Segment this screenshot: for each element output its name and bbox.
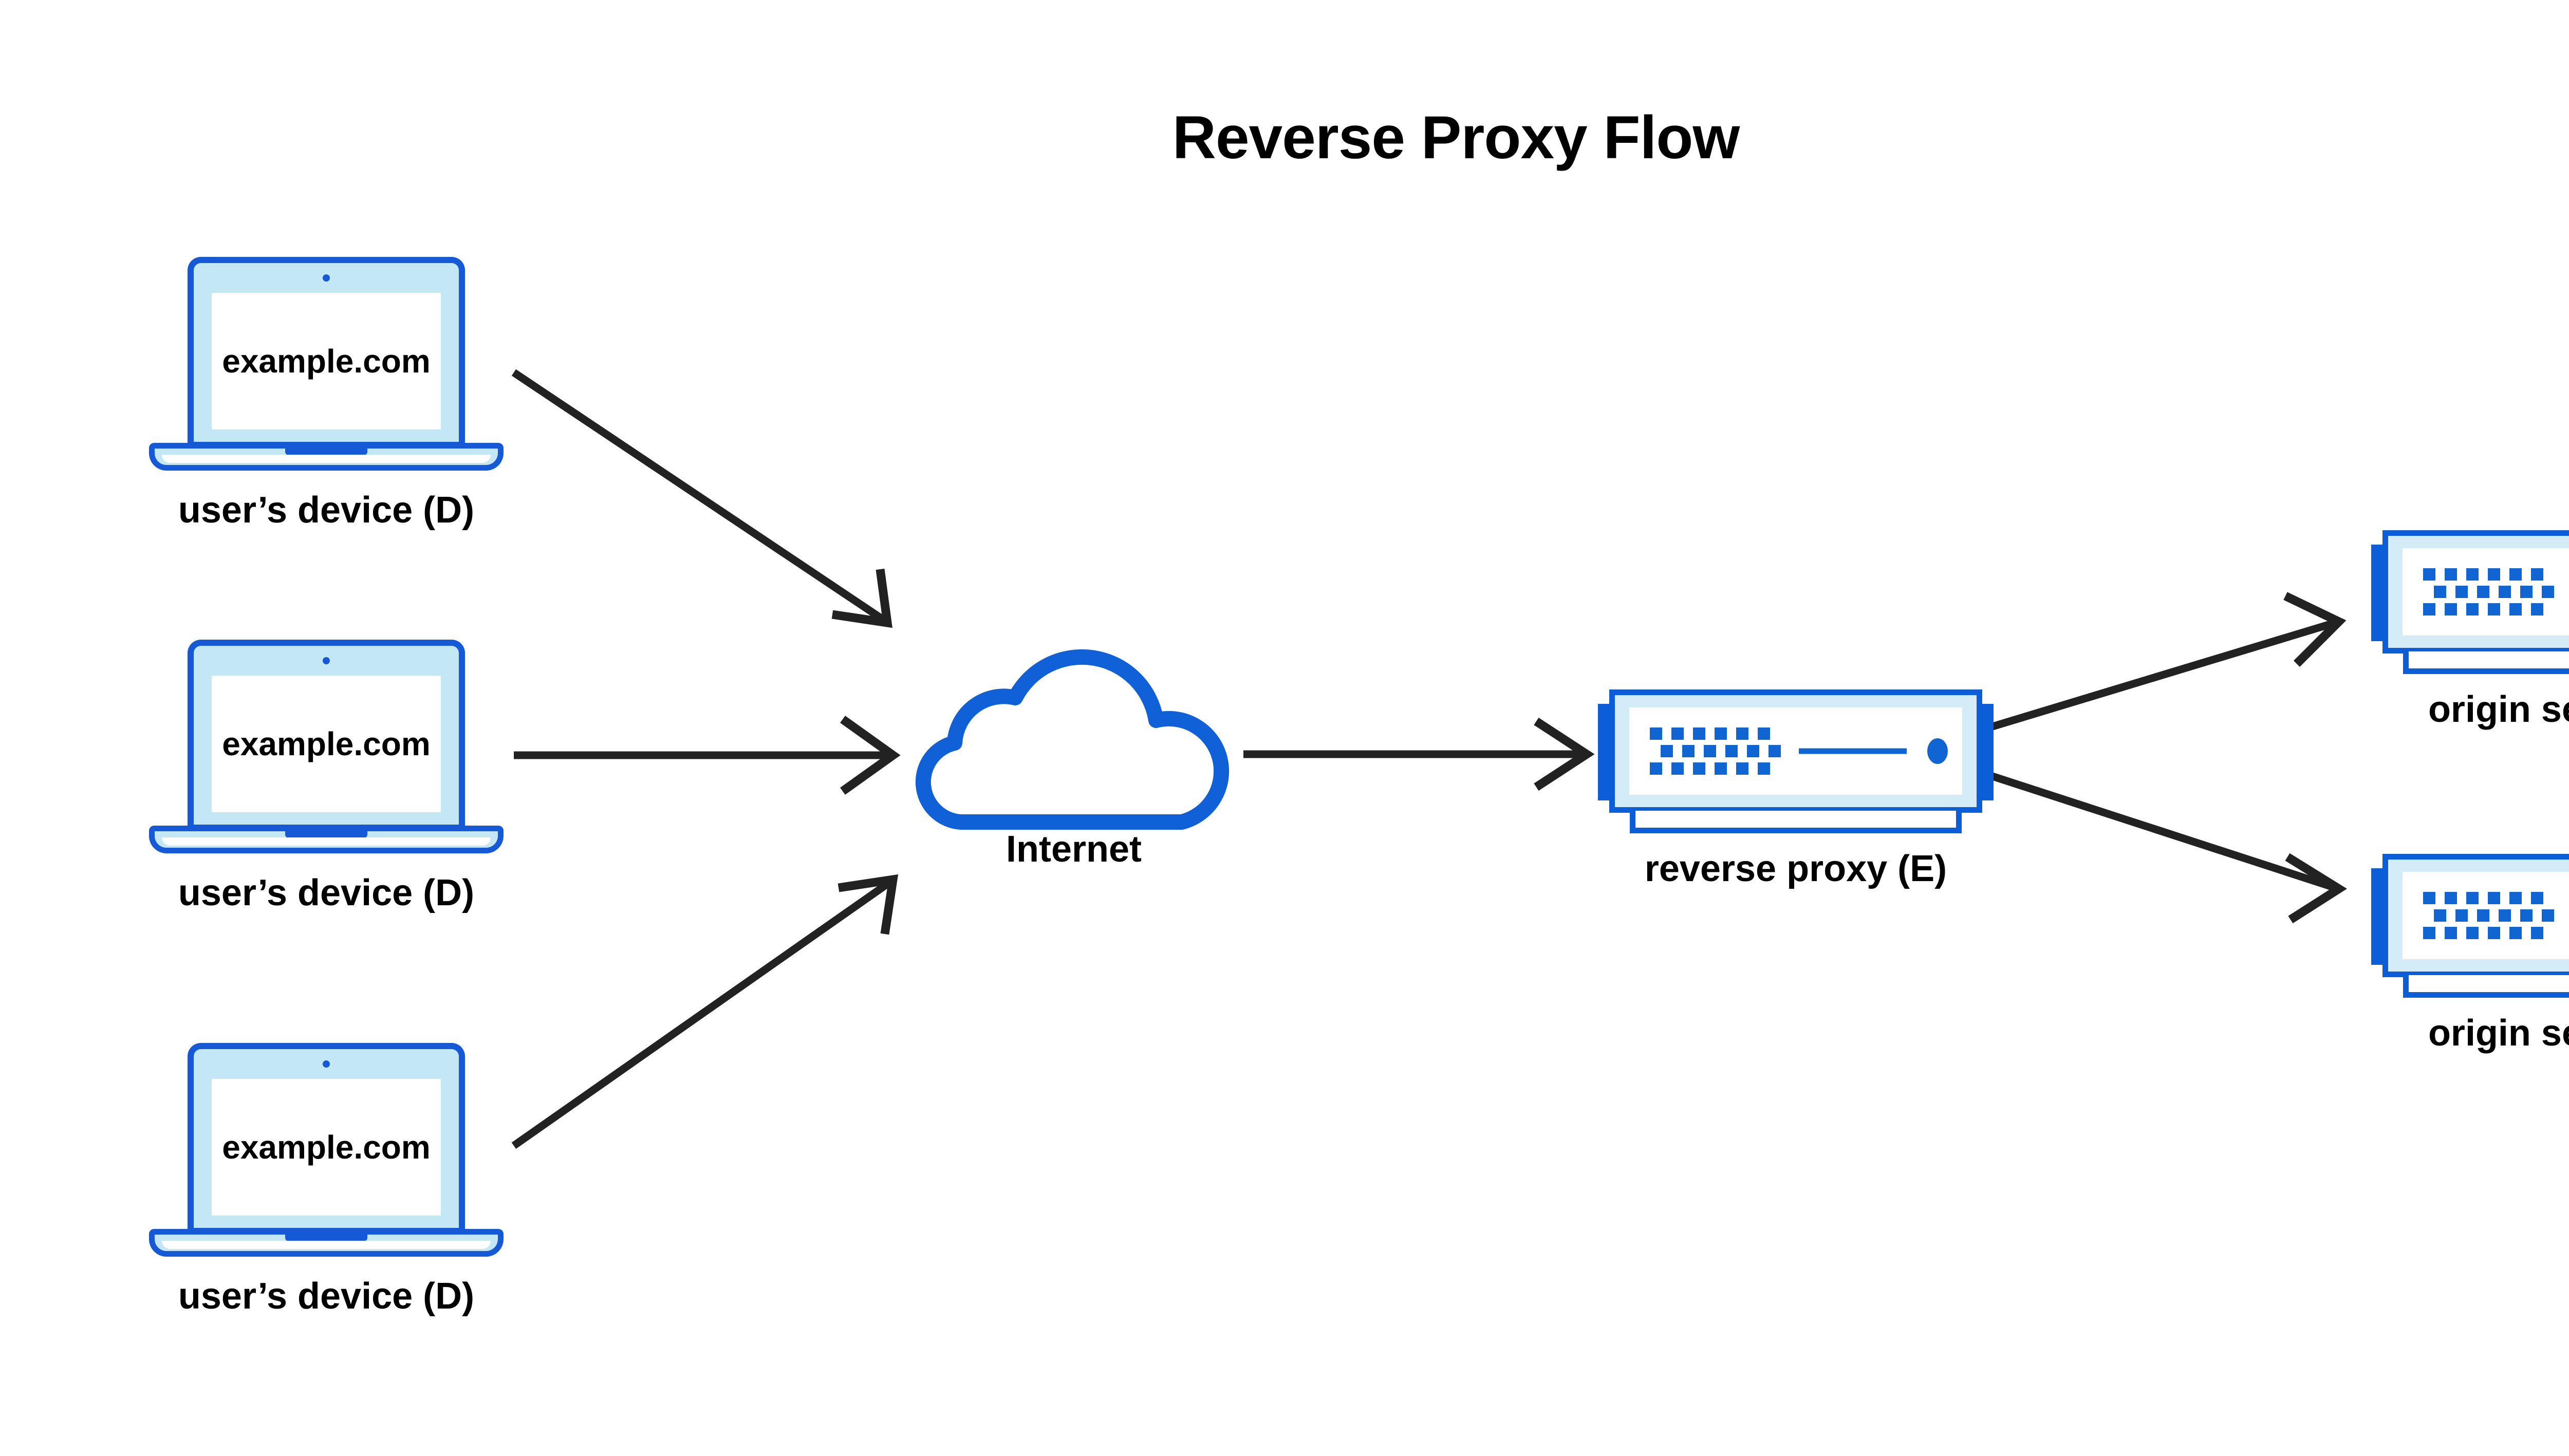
server-shelf (2403, 651, 2569, 674)
node-origin-top[interactable]: origin server (F) (2371, 524, 2569, 745)
server-led-grid (2423, 892, 2563, 939)
server-chassis (2382, 530, 2569, 654)
node-client-middle[interactable]: example.com user’s device (D) (149, 640, 504, 927)
laptop-screen-text: example.com (222, 1129, 431, 1166)
laptop-icon: example.com (149, 257, 504, 478)
server-faceplate (2403, 872, 2569, 959)
arrow-proxy-to-origin-top (1989, 592, 2347, 731)
client-bottom-label: user’s device (D) (178, 1276, 475, 1317)
server-chassis (2382, 854, 2569, 977)
server-led-grid (1650, 727, 1790, 775)
laptop-base (149, 1229, 504, 1257)
internet-label: Internet (1006, 829, 1142, 870)
server-chassis (1609, 689, 1982, 813)
node-origin-bottom[interactable]: origin server (F) (2371, 848, 2569, 1069)
arrow-proxy-to-origin-bottom (1989, 772, 2347, 924)
laptop-camera-icon (323, 1060, 330, 1068)
node-reverse-proxy[interactable]: reverse proxy (E) (1598, 683, 1994, 904)
server-status-line (1799, 748, 1907, 754)
server-led-grid (2423, 568, 2563, 615)
node-internet[interactable]: Internet (915, 632, 1233, 879)
laptop-base-underside (162, 1241, 491, 1249)
cloud-icon (915, 632, 1233, 837)
laptop-icon: example.com (149, 1043, 504, 1264)
arrow-client-bottom-to-internet (511, 874, 899, 1149)
laptop-camera-icon (323, 657, 330, 664)
server-shelf (1630, 811, 1962, 833)
laptop-screen-text: example.com (222, 343, 431, 380)
laptop-camera-icon (323, 274, 330, 282)
arrow-internet-to-proxy (1243, 717, 1595, 791)
origin-bottom-label: origin server (F) (2428, 1013, 2569, 1054)
laptop-trackpad-notch (285, 1235, 367, 1241)
node-client-bottom[interactable]: example.com user’s device (D) (149, 1043, 504, 1331)
laptop-screen: example.com (212, 1079, 441, 1216)
laptop-lid: example.com (188, 640, 465, 831)
server-icon (1598, 683, 1994, 837)
server-icon (2371, 524, 2569, 678)
laptop-screen: example.com (212, 293, 441, 430)
laptop-screen-text: example.com (222, 725, 431, 762)
client-top-label: user’s device (D) (178, 490, 475, 531)
laptop-base (149, 443, 504, 471)
reverse-proxy-label: reverse proxy (E) (1644, 848, 1947, 889)
laptop-icon: example.com (149, 640, 504, 861)
server-faceplate (2403, 548, 2569, 636)
server-shelf (2403, 975, 2569, 998)
laptop-lid: example.com (188, 1043, 465, 1234)
laptop-base (149, 826, 504, 853)
server-faceplate (1629, 707, 1962, 795)
laptop-trackpad-notch (285, 831, 367, 838)
laptop-screen: example.com (212, 676, 441, 812)
origin-top-label: origin server (F) (2428, 689, 2569, 730)
laptop-base-underside (162, 837, 491, 846)
arrow-client-top-to-internet (511, 369, 892, 628)
page-title: Reverse Proxy Flow (1172, 104, 1740, 172)
laptop-lid: example.com (188, 257, 465, 448)
server-status-dot (1927, 738, 1948, 764)
node-client-top[interactable]: example.com user’s device (D) (149, 257, 504, 545)
server-icon (2371, 848, 2569, 1002)
arrow-client-middle-to-internet (514, 716, 901, 795)
laptop-trackpad-notch (285, 449, 367, 455)
client-middle-label: user’s device (D) (178, 872, 475, 913)
laptop-base-underside (162, 455, 491, 463)
